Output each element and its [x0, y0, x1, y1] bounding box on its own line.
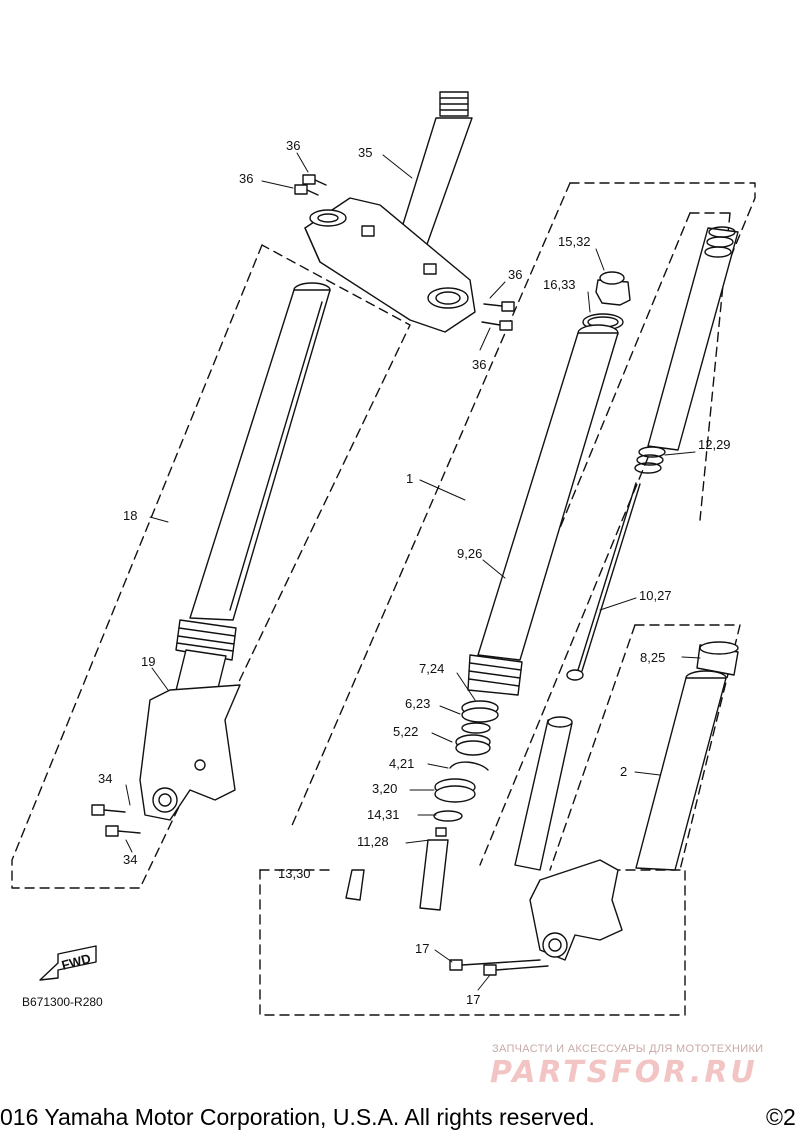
copyright-text: 016 Yamaha Motor Corporation, U.S.A. All…: [0, 1104, 595, 1130]
left-fork-assembly-part: [139, 282, 331, 821]
part-label: 6,23: [405, 696, 430, 711]
fork-spring-part: [634, 226, 739, 474]
part-label: 34: [98, 771, 112, 786]
damper-rod-part: [514, 482, 641, 871]
outer-tube-part: [467, 324, 619, 696]
part-label: 34: [123, 852, 137, 867]
collar-and-inner-tube-part: [529, 641, 739, 961]
forward-direction-arrow: [39, 945, 97, 981]
part-label: 36: [508, 267, 522, 282]
bolt-36-group: [294, 174, 515, 331]
part-label: 1: [406, 471, 413, 486]
watermark-tagline: ЗАПЧАСТИ И АКСЕССУАРЫ ДЛЯ МОТОТЕХНИКИ: [492, 1043, 764, 1055]
part-label: 10,27: [639, 588, 672, 603]
leader-lines: [125, 152, 701, 991]
part-label: 4,21: [389, 756, 414, 771]
bolt-17-group: [449, 959, 549, 976]
part-label: 8,25: [640, 650, 665, 665]
part-label: 7,24: [419, 661, 444, 676]
part-label: 5,22: [393, 724, 418, 739]
part-label: 14,31: [367, 807, 400, 822]
fork-cap-part: [582, 271, 631, 331]
drawing-code: B671300-R280: [22, 995, 103, 1009]
part-label: 18: [123, 508, 137, 523]
fwd-label: FWD: [60, 951, 92, 973]
left-fork-group-outline: [11, 244, 411, 889]
part-label: 13,30: [278, 866, 311, 881]
seal-washer-stack-part: [345, 700, 499, 911]
part-label: 11,28: [357, 834, 389, 849]
part-label: 35: [358, 145, 372, 160]
part-label: 36: [286, 138, 300, 153]
part-label: 16,33: [543, 277, 576, 292]
part-label: 17: [466, 992, 480, 1007]
part-label: 12,29: [698, 437, 731, 452]
bolt-34-group: [91, 804, 141, 837]
part-label: 36: [239, 171, 253, 186]
part-label: 15,32: [558, 234, 591, 249]
part-label: 3,20: [372, 781, 397, 796]
part-label: 17: [415, 941, 429, 956]
part-label: 9,26: [457, 546, 482, 561]
upper-bracket-part: [304, 197, 476, 333]
part-labels: 36 36 35 36 36 15,32 16,33 12,29 1 18 9,…: [60, 138, 731, 1007]
part-label: 36: [472, 357, 486, 372]
part-label: 2: [620, 764, 627, 779]
watermark-logo: PARTSFOR.RU: [490, 1055, 758, 1090]
part-label: 19: [141, 654, 155, 669]
copyright-symbol: ©2: [766, 1104, 796, 1130]
